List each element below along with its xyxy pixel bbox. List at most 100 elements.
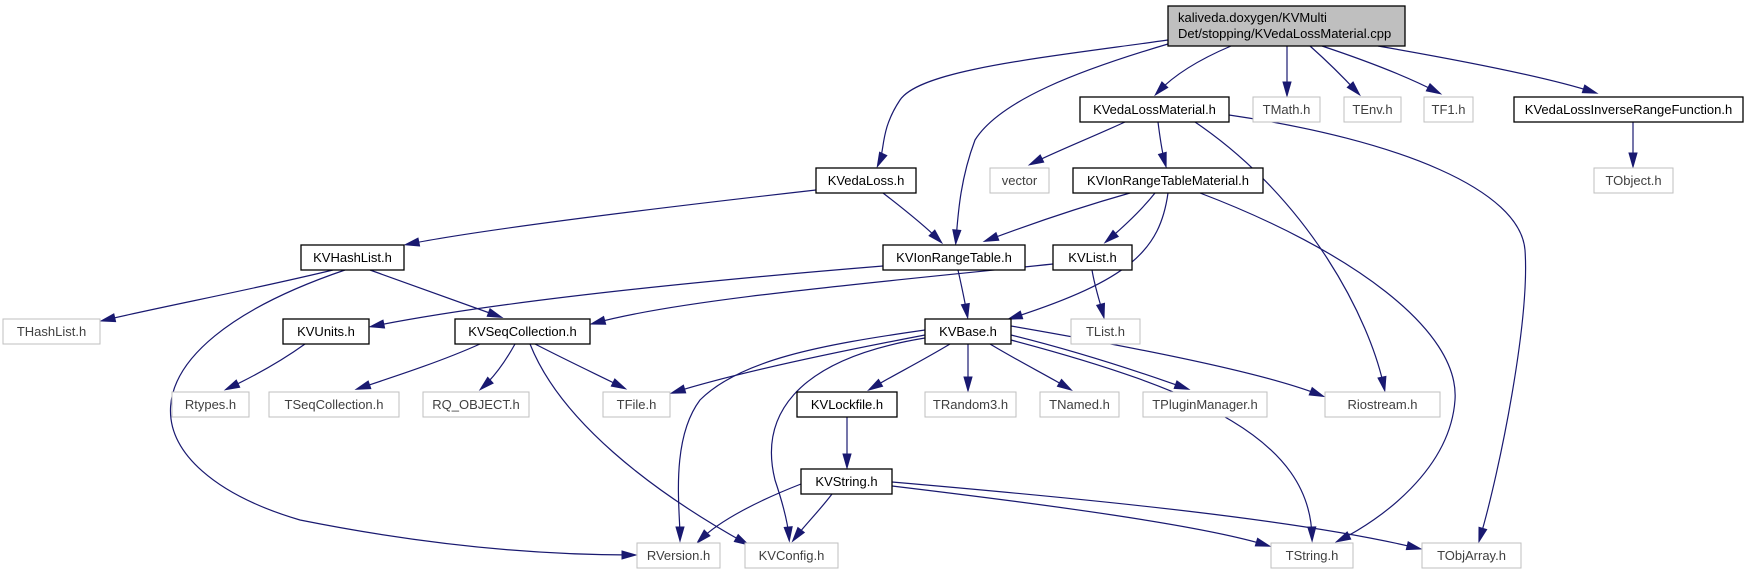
arrowhead-icon bbox=[952, 229, 962, 246]
node-box bbox=[1270, 542, 1354, 569]
dependency-edge-kvedaloss_h-to-kvionrangetable_h bbox=[882, 192, 944, 245]
node-tfile-h: TFile.h bbox=[602, 391, 671, 418]
arrowhead-icon bbox=[1173, 380, 1191, 390]
node-label: KVString.h bbox=[815, 474, 877, 489]
node-kvlockfile-h[interactable]: KVLockfile.h bbox=[796, 391, 898, 418]
node-box bbox=[636, 542, 721, 569]
dependency-edge-kvbase_h-to-tstring_h bbox=[1010, 339, 1317, 543]
arrowhead-icon bbox=[669, 384, 687, 394]
arrowhead-icon bbox=[1405, 541, 1423, 551]
dependency-edge-kvseqcollection_h-to-tseqcollection_h bbox=[354, 343, 481, 390]
dependency-edge-kvseqcollection_h-to-kvconfig_h bbox=[529, 343, 751, 546]
node-label: KVHashList.h bbox=[313, 250, 392, 265]
node-kvionrangetablematerial-h[interactable]: KVIonRangeTableMaterial.h bbox=[1072, 167, 1264, 194]
edge-line bbox=[594, 263, 1054, 324]
dependency-edge-root-to-tmath_h bbox=[1282, 46, 1292, 98]
node-tpluginmanager-h: TPluginManager.h bbox=[1142, 391, 1268, 418]
edge-layer bbox=[99, 39, 1638, 560]
arrowhead-icon bbox=[486, 308, 504, 319]
edge-line bbox=[1228, 114, 1527, 539]
node-box bbox=[1072, 167, 1264, 194]
edge-line bbox=[104, 269, 334, 321]
node-box bbox=[924, 391, 1017, 418]
edge-line bbox=[882, 192, 940, 241]
edge-line bbox=[408, 189, 817, 245]
node-label: TRandom3.h bbox=[933, 397, 1008, 412]
edge-line bbox=[1194, 121, 1385, 388]
edge-line bbox=[871, 343, 951, 389]
node-box bbox=[1343, 96, 1402, 123]
node-kvseqcollection-h[interactable]: KVSeqCollection.h bbox=[454, 318, 591, 345]
node-tf1-h: TF1.h bbox=[1423, 96, 1474, 123]
edge-line bbox=[1010, 334, 1186, 389]
dependency-edge-kvionrangetablematerial_h-to-tstring_h bbox=[1199, 192, 1456, 543]
node-tobject-h: TObject.h bbox=[1593, 167, 1674, 194]
node-riostream-h: Riostream.h bbox=[1324, 391, 1441, 418]
arrowhead-icon bbox=[1103, 229, 1120, 244]
dependency-edge-kvedaloss_h-to-kvhashlist_h bbox=[403, 189, 817, 247]
arrowhead-icon bbox=[1027, 154, 1045, 166]
arrowhead-icon bbox=[1056, 378, 1073, 392]
node-box bbox=[815, 167, 917, 194]
dependency-edge-kvbase_h-to-trandom3_h bbox=[963, 343, 973, 393]
node-thashlist-h: THashList.h bbox=[2, 318, 101, 345]
edge-line bbox=[955, 43, 1169, 241]
node-label: KVUnits.h bbox=[297, 324, 355, 339]
node-box bbox=[989, 167, 1050, 194]
node-kvunits-h[interactable]: KVUnits.h bbox=[282, 318, 370, 345]
node-box bbox=[1324, 391, 1441, 418]
node-box bbox=[1070, 318, 1141, 345]
node-kvedalossmaterial-h[interactable]: KVedaLossMaterial.h bbox=[1079, 96, 1230, 123]
dependency-edge-kvstring_h-to-rversion_h bbox=[695, 483, 802, 545]
node-layer: kaliveda.doxygen/KVMultiDet/stopping/KVe… bbox=[2, 5, 1744, 569]
dependency-edge-kvedalossmaterial_h-to-vector bbox=[1027, 121, 1126, 166]
node-label: TObjArray.h bbox=[1437, 548, 1506, 563]
node-kvedalossinverserangefunction-h[interactable]: KVedaLossInverseRangeFunction.h bbox=[1513, 96, 1744, 123]
arrowhead-icon bbox=[733, 533, 751, 546]
node-kvstring-h[interactable]: KVString.h bbox=[800, 468, 893, 495]
node-label: KVSeqCollection.h bbox=[468, 324, 576, 339]
node-box bbox=[800, 468, 893, 495]
arrowhead-icon bbox=[876, 151, 888, 169]
dependency-edge-kvbase_h-to-tnamed_h bbox=[989, 343, 1073, 392]
node-label: KVIonRangeTableMaterial.h bbox=[1087, 173, 1249, 188]
dependency-edge-root-to-kvedalossinverserangefunction_h bbox=[1377, 45, 1599, 94]
arrowhead-icon bbox=[695, 529, 711, 545]
node-kvbase-h[interactable]: KVBase.h bbox=[924, 318, 1012, 345]
node-box bbox=[882, 244, 1026, 271]
node-kvionrangetable-h[interactable]: KVIonRangeTable.h bbox=[882, 244, 1026, 271]
node-box bbox=[282, 318, 370, 345]
dependency-edge-kvseqcollection_h-to-tfile_h bbox=[534, 343, 628, 390]
dependency-edge-kvhashlist_h-to-thashlist_h bbox=[99, 269, 334, 323]
node-root[interactable]: kaliveda.doxygen/KVMultiDet/stopping/KVe… bbox=[1167, 5, 1406, 47]
edge-line bbox=[770, 337, 926, 538]
arrowhead-icon bbox=[1095, 302, 1106, 320]
arrowhead-icon bbox=[783, 526, 793, 543]
dependency-edge-kvbase_h-to-tfile_h bbox=[669, 334, 926, 394]
node-label: KVBase.h bbox=[939, 324, 997, 339]
node-kvedaloss-h[interactable]: KVedaLoss.h bbox=[815, 167, 917, 194]
edge-line bbox=[228, 343, 306, 389]
edge-line bbox=[534, 343, 623, 388]
dependency-edge-kvionrangetable_h-to-kvunits_h bbox=[368, 265, 884, 329]
node-tmath-h: TMath.h bbox=[1252, 96, 1321, 123]
dependency-edge-kvbase_h-to-kvlockfile_h bbox=[867, 343, 951, 392]
arrowhead-icon bbox=[960, 302, 970, 320]
arrowhead-icon bbox=[963, 376, 973, 393]
node-kvconfig-h: KVConfig.h bbox=[744, 542, 839, 569]
node-kvhashlist-h[interactable]: KVHashList.h bbox=[300, 244, 405, 271]
node-label: KVedaLossInverseRangeFunction.h bbox=[1525, 102, 1732, 117]
node-trandom3-h: TRandom3.h bbox=[924, 391, 1017, 418]
node-box bbox=[602, 391, 671, 418]
dependency-edge-kvedalossmaterial_h-to-tobjarray_h bbox=[1228, 114, 1527, 544]
edge-line bbox=[1377, 45, 1594, 93]
edge-line bbox=[677, 329, 926, 538]
node-kvlist-h[interactable]: KVList.h bbox=[1052, 244, 1133, 271]
node-label: kaliveda.doxygen/KVMulti bbox=[1178, 10, 1327, 25]
node-label: TMath.h bbox=[1263, 102, 1311, 117]
dependency-edge-kvionrangetablematerial_h-to-kvionrangetable_h bbox=[982, 192, 1131, 243]
edge-line bbox=[170, 269, 633, 556]
dependency-edge-kvhashlist_h-to-kvseqcollection_h bbox=[369, 269, 504, 319]
dependency-edge-root-to-tenv_h bbox=[1309, 45, 1361, 97]
